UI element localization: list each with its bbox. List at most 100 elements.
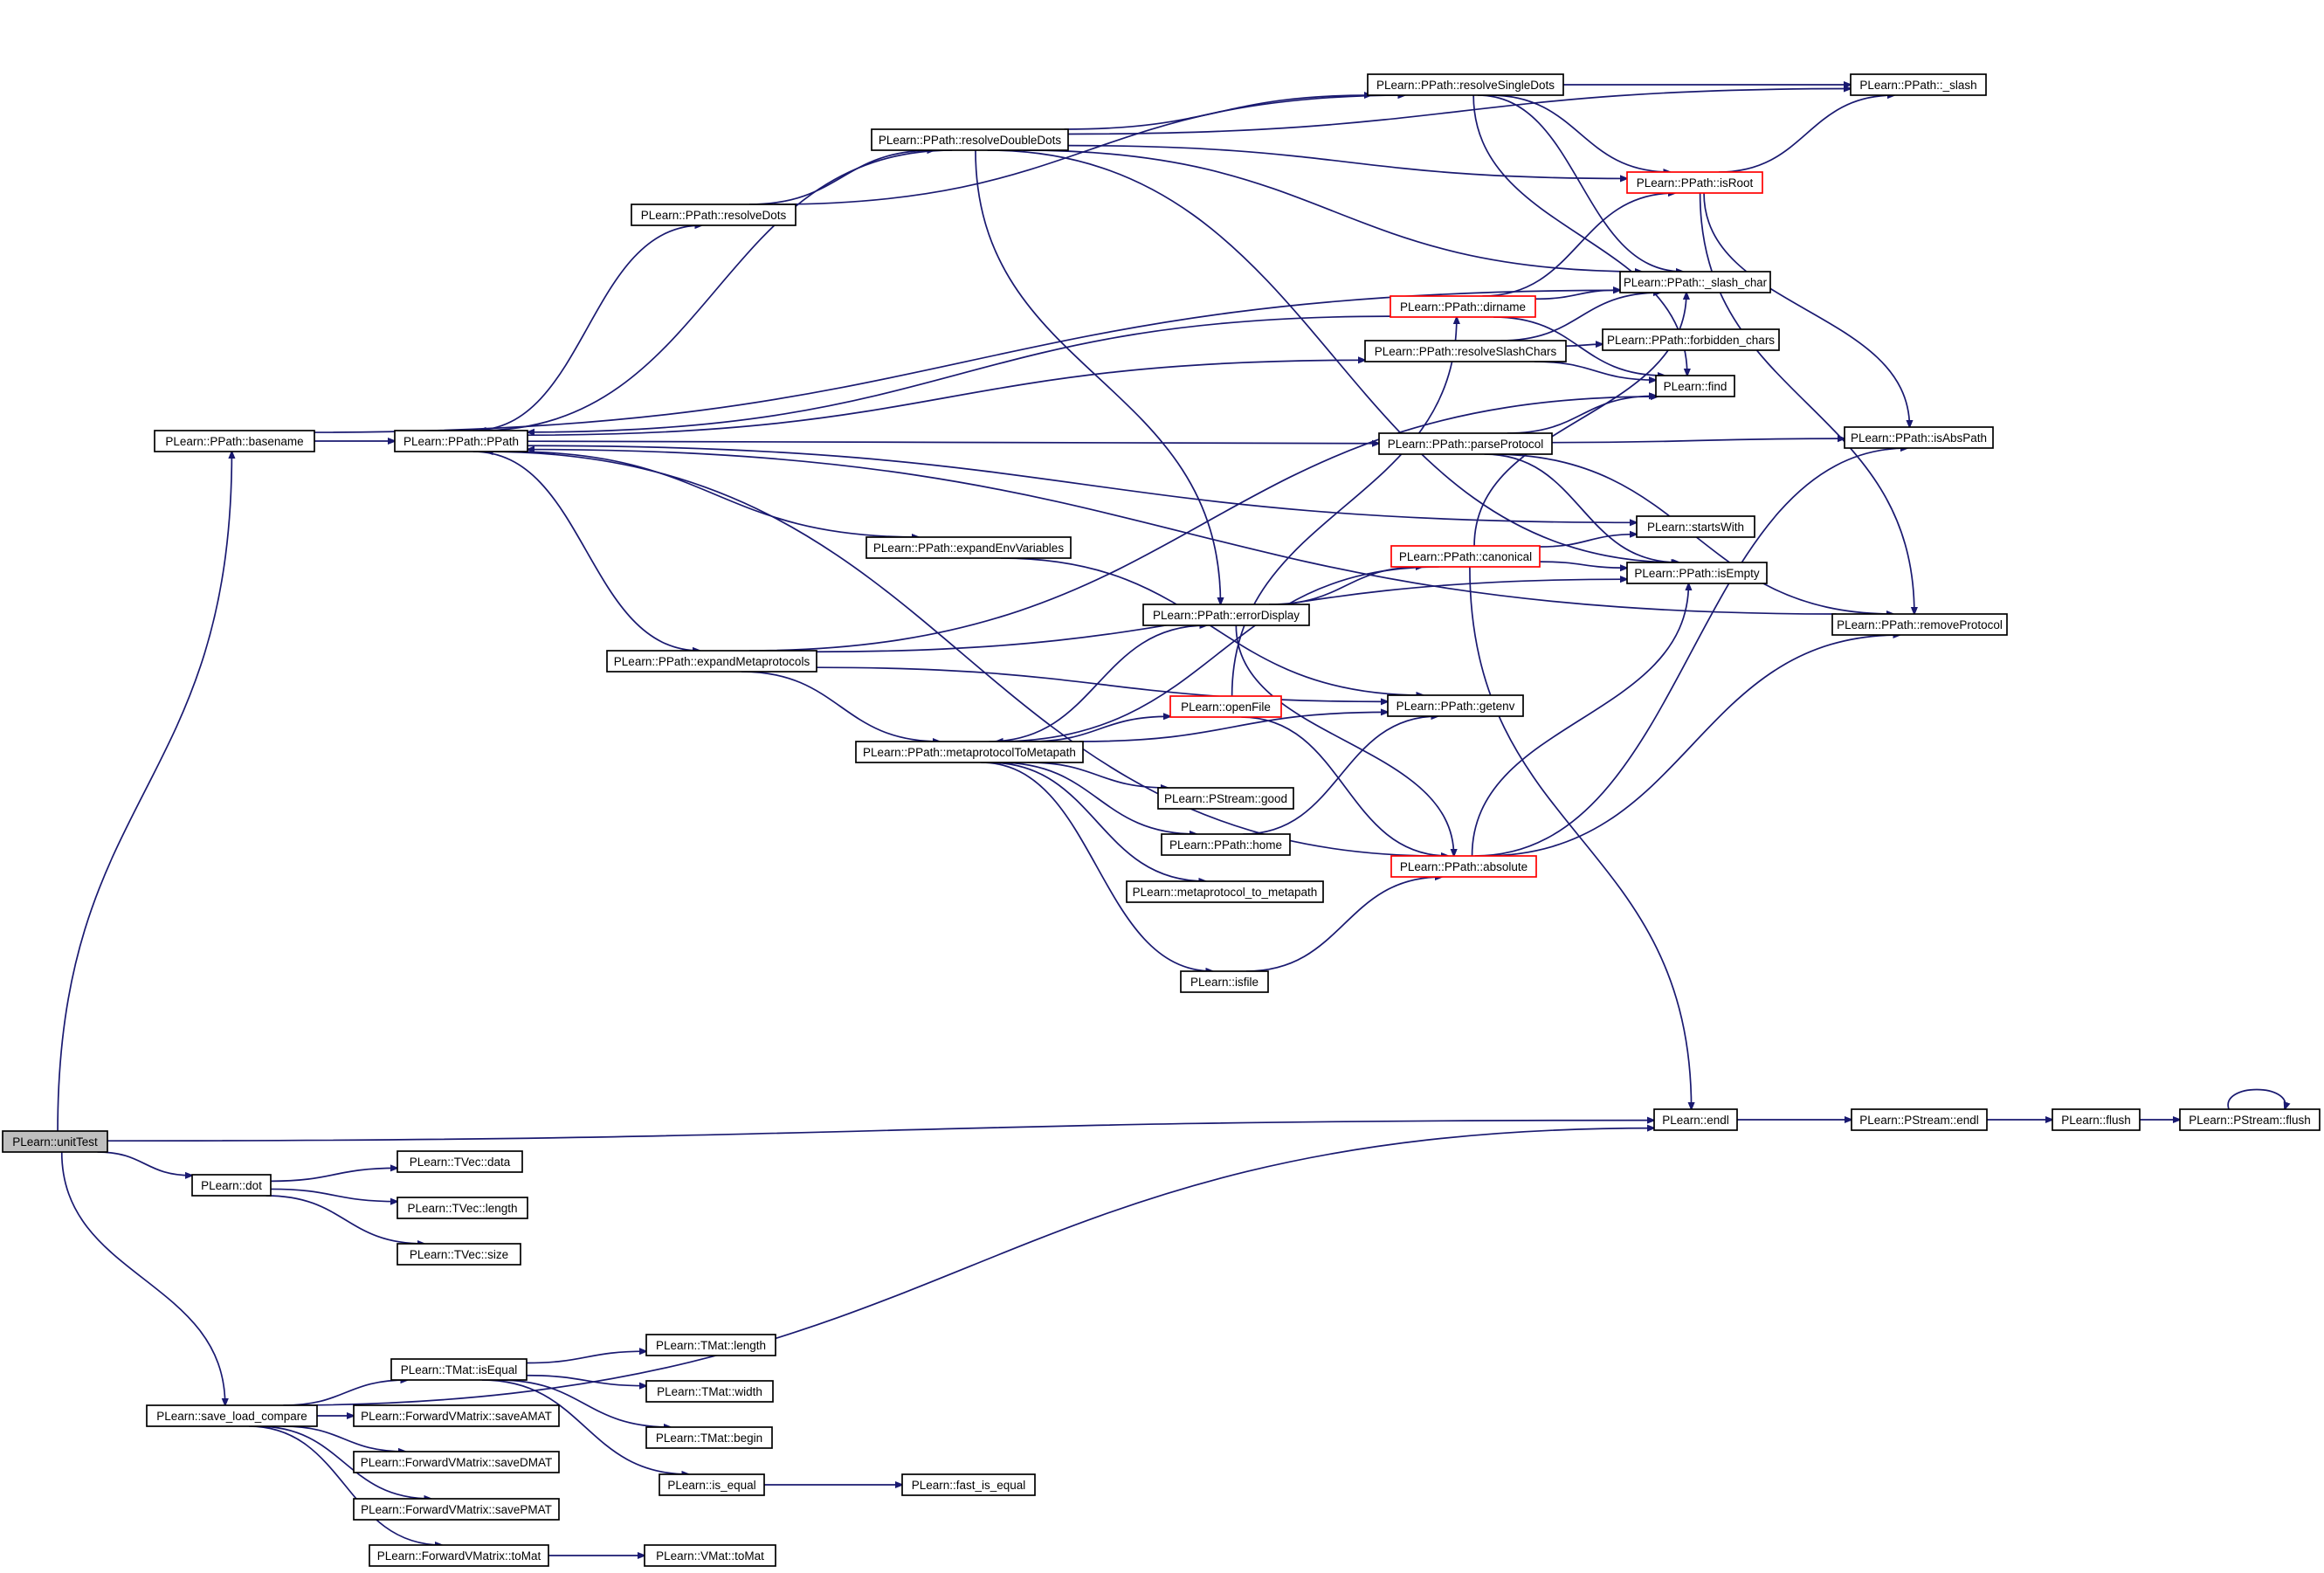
node-metaprotocolToMetapath[interactable]: PLearn::PPath::metaprotocolToMetapath [855,741,1084,763]
node-TVec_size[interactable]: PLearn::TVec::size [397,1243,521,1266]
node-expandMetaprotocols[interactable]: PLearn::PPath::expandMetaprotocols [606,650,817,673]
node-PPath[interactable]: PLearn::PPath::PPath [394,430,528,452]
node-box [1180,970,1269,993]
node-box [2179,1108,2321,1131]
node-FVM_toMat[interactable]: PLearn::ForwardVMatrix::toMat [369,1544,549,1567]
node-VMat_toMat[interactable]: PLearn::VMat::toMat [644,1544,776,1567]
node-resolveDoubleDots[interactable]: PLearn::PPath::resolveDoubleDots [871,128,1069,151]
call-edge-PPath-to-expandEnvVariables [511,451,919,537]
node-label: PLearn::PPath::metaprotocolToMetapath [863,746,1076,759]
call-edge-resolveSlashChars-to-find [1534,361,1656,380]
node-metaprotocol_to_metapath[interactable]: PLearn::metaprotocol_to_metapath [1126,880,1324,903]
call-edge-expandMetaprotocols-to-getenv [816,666,1388,701]
call-edge-expandMetaprotocols-to-metaprotocolToMetapath [741,671,940,742]
call-edge-dirname-to-PPath [528,315,1391,432]
node-TVec_data[interactable]: PLearn::TVec::data [397,1150,523,1173]
call-edge-TMat_isEqual-to-is_equal [481,1379,689,1474]
node-resolveDots[interactable]: PLearn::PPath::resolveDots [631,204,797,226]
node-label: PLearn::PPath::forbidden_chars [1607,334,1775,347]
node-label: PLearn::TMat::isEqual [401,1363,518,1376]
node-TMat_width[interactable]: PLearn::TMat::width [645,1380,774,1403]
node-TMat_length[interactable]: PLearn::TMat::length [645,1334,776,1356]
node-isfile[interactable]: PLearn::isfile [1180,970,1269,993]
node-label: PLearn::metaprotocol_to_metapath [1133,886,1318,899]
node-unitTest[interactable]: PLearn::unitTest [2,1130,108,1153]
node-parseProtocol[interactable]: PLearn::PPath::parseProtocol [1378,432,1553,455]
node-is_equal[interactable]: PLearn::is_equal [659,1473,765,1496]
node-resolveSingleDots[interactable]: PLearn::PPath::resolveSingleDots [1367,73,1564,96]
call-edge-isRoot-to-removeProtocol [1699,192,1914,614]
node-label: PLearn::startsWith [1647,521,1744,534]
node-home[interactable]: PLearn::PPath::home [1161,833,1291,856]
call-edge-canonical-to-isEmpty [1539,561,1627,568]
node-isEmpty[interactable]: PLearn::PPath::isEmpty [1626,562,1768,584]
node-label: PLearn::PPath::isRoot [1637,176,1754,190]
node-label: PLearn::PPath::basename [165,435,303,448]
node-box [353,1451,560,1473]
node-saveAMAT[interactable]: PLearn::ForwardVMatrix::saveAMAT [353,1404,560,1427]
node-dirname[interactable]: PLearn::PPath::dirname [1390,295,1536,318]
call-edge-errorDisplay-to-absolute [1235,624,1453,856]
node-label: PLearn::PPath::canonical [1399,550,1532,563]
call-edge-dirname-to-_slash_char [1534,290,1620,300]
call-edge-dot-to-TVec_length [270,1188,397,1201]
node-box [901,1473,1036,1496]
call-edge-resolveDoubleDots-to-errorDisplay [975,149,1221,604]
node-openFile[interactable]: PLearn::openFile [1169,695,1282,718]
node-box [1626,562,1768,584]
node-_slash[interactable]: PLearn::PPath::_slash [1850,73,1987,96]
node-flush[interactable]: PLearn::flush [2052,1108,2141,1131]
node-box [397,1197,528,1219]
node-label: PLearn::PPath::isAbsPath [1851,431,1987,445]
call-edge-unitTest-to-save_load_compare [60,1151,225,1405]
node-savePMAT[interactable]: PLearn::ForwardVMatrix::savePMAT [353,1498,560,1521]
node-expandEnvVariables[interactable]: PLearn::PPath::expandEnvVariables [865,536,1072,559]
node-PStream_endl[interactable]: PLearn::PStream::endl [1851,1108,1988,1131]
call-edge-isRoot-to-isAbsPath [1703,192,1909,427]
node-box [390,1358,528,1381]
node-find[interactable]: PLearn::find [1655,375,1735,397]
call-edge-PPath-to-resolveDots [472,225,701,431]
call-edge-metaprotocolToMetapath-to-isfile [981,762,1212,971]
node-saveDMAT[interactable]: PLearn::ForwardVMatrix::saveDMAT [353,1451,560,1473]
node-dot[interactable]: PLearn::dot [191,1174,272,1197]
node-PStream_flush[interactable]: PLearn::PStream::flush [2179,1108,2321,1131]
node-endl[interactable]: PLearn::endl [1653,1108,1738,1131]
node-box [1850,73,1987,96]
node-box [353,1498,560,1521]
node-startsWith[interactable]: PLearn::startsWith [1636,515,1755,538]
node-TVec_length[interactable]: PLearn::TVec::length [397,1197,528,1219]
node-_slash_char[interactable]: PLearn::PPath::_slash_char [1619,271,1771,293]
node-label: PLearn::ForwardVMatrix::saveAMAT [361,1410,552,1423]
node-fast_is_equal[interactable]: PLearn::fast_is_equal [901,1473,1036,1496]
call-edge-expandEnvVariables-to-getenv [1000,557,1424,695]
node-box [865,536,1072,559]
call-edge-resolveSingleDots-to-isRoot [1490,94,1670,172]
call-edge-save_load_compare-to-saveDMAT [282,1425,406,1452]
call-edge-save_load_compare-to-FVM_toMat [248,1425,442,1545]
node-getenv[interactable]: PLearn::PPath::getenv [1387,694,1524,717]
node-box [1126,880,1324,903]
call-edge-metaprotocolToMetapath-to-good [1027,762,1168,788]
node-removeProtocol[interactable]: PLearn::PPath::removeProtocol [1831,613,2008,636]
node-forbidden_chars[interactable]: PLearn::PPath::forbidden_chars [1602,328,1780,351]
node-basename[interactable]: PLearn::PPath::basename [154,430,315,452]
call-edge-home-to-getenv [1243,716,1438,835]
node-resolveSlashChars[interactable]: PLearn::PPath::resolveSlashChars [1364,340,1567,362]
node-box [1636,515,1755,538]
node-box [1844,426,1994,449]
node-errorDisplay[interactable]: PLearn::PPath::errorDisplay [1142,604,1310,626]
call-edge-PPath-to-parseProtocol [527,441,1379,444]
node-save_load_compare[interactable]: PLearn::save_load_compare [146,1404,318,1427]
node-canonical[interactable]: PLearn::PPath::canonical [1390,545,1541,568]
node-label: PLearn::PPath::home [1169,838,1282,852]
node-TMat_begin[interactable]: PLearn::TMat::begin [645,1426,773,1449]
call-edge-basename-to-_slash_char [314,290,1620,433]
node-absolute[interactable]: PLearn::PPath::absolute [1390,855,1537,878]
node-label: PLearn::openFile [1181,700,1271,714]
node-isRoot[interactable]: PLearn::PPath::isRoot [1626,171,1763,194]
node-TMat_isEqual[interactable]: PLearn::TMat::isEqual [390,1358,528,1381]
node-isAbsPath[interactable]: PLearn::PPath::isAbsPath [1844,426,1994,449]
node-good[interactable]: PLearn::PStream::good [1157,787,1294,810]
